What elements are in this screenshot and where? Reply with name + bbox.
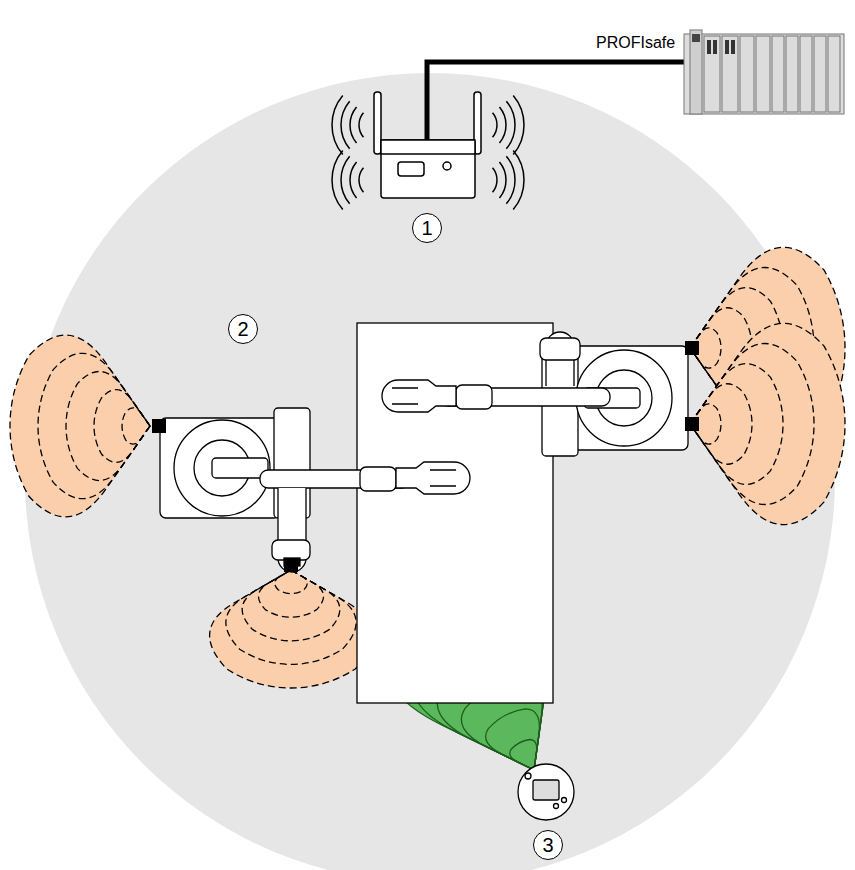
sensor-field xyxy=(38,353,150,498)
radio-wave xyxy=(350,107,357,143)
radio-wave xyxy=(499,162,506,198)
mobile-panel xyxy=(518,764,574,820)
sensor-field xyxy=(10,335,150,517)
sensor-field xyxy=(94,390,150,463)
sensor-field xyxy=(122,408,150,444)
sensor-field xyxy=(690,384,752,464)
radio-wave xyxy=(332,150,343,209)
sensor-fields xyxy=(10,247,845,770)
radio-wave xyxy=(506,101,515,149)
sensor-field xyxy=(242,570,340,641)
robot-left xyxy=(160,408,470,572)
radio-wave xyxy=(341,156,350,204)
callout-number: 3 xyxy=(533,830,563,860)
sensor-field xyxy=(486,709,540,770)
callout-number-text: 2 xyxy=(237,318,248,341)
bus-label-text: PROFIsafe xyxy=(596,34,675,51)
sensor-field xyxy=(690,344,814,505)
bus-label: PROFIsafe xyxy=(594,34,677,52)
sensor-field xyxy=(210,570,373,688)
coverage-area xyxy=(25,73,835,870)
plc-rack xyxy=(684,30,844,114)
radio-wave xyxy=(493,168,497,192)
radio-wave xyxy=(513,95,524,154)
sensor xyxy=(152,341,699,572)
radio-waves xyxy=(332,95,524,209)
profisafe-cable xyxy=(427,62,690,142)
callout-number-text: 1 xyxy=(421,217,432,240)
access-point xyxy=(374,92,481,198)
sensor-field xyxy=(66,371,150,480)
callout-number: 1 xyxy=(412,213,442,243)
radio-wave xyxy=(513,150,524,209)
sensor-field xyxy=(258,570,323,617)
callout-number: 2 xyxy=(228,314,258,344)
radio-wave xyxy=(493,113,497,137)
sensor-field xyxy=(510,739,537,770)
radio-wave xyxy=(359,113,363,137)
sensor-field xyxy=(275,570,308,594)
radio-wave xyxy=(506,156,515,204)
radio-wave xyxy=(332,95,343,154)
radio-wave xyxy=(499,107,506,143)
callout-number-text: 3 xyxy=(542,834,553,857)
radio-wave xyxy=(341,101,350,149)
radio-wave xyxy=(350,162,357,198)
robot-right xyxy=(382,332,688,456)
radio-wave xyxy=(359,168,363,192)
sensor-field xyxy=(226,570,356,664)
sensor-field xyxy=(690,364,783,485)
sensor-field xyxy=(690,323,845,524)
work-table xyxy=(357,323,553,703)
